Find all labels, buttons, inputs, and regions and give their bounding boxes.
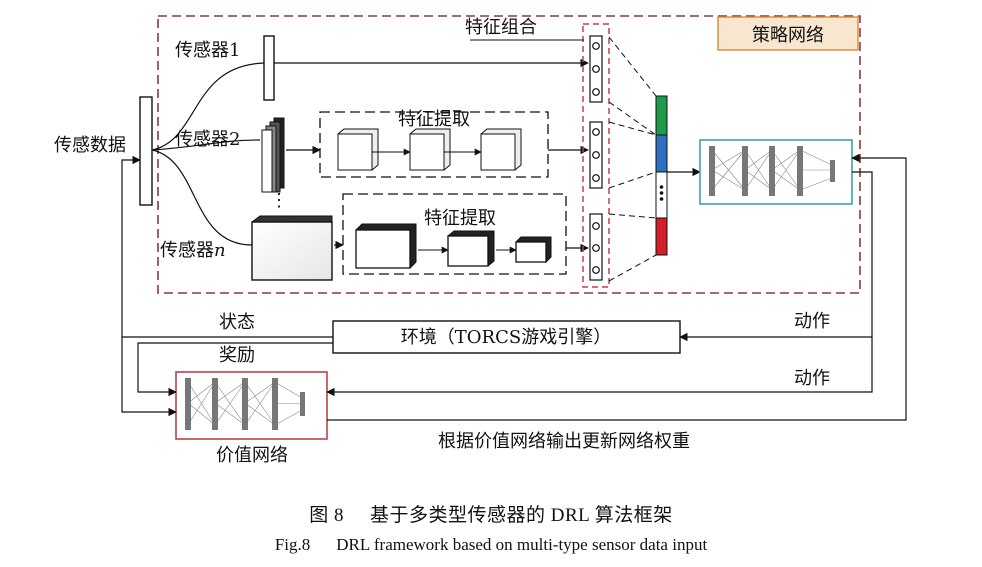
caption-en-fig: Fig.8 (274, 535, 311, 554)
projection-lines (608, 36, 657, 282)
policy-network-label: 策略网络 (752, 25, 824, 46)
feature-extract-2-label: 特征提取 (424, 208, 496, 229)
caption-en-title: DRL framework based on multi-type sensor… (336, 535, 708, 554)
caption-english: Fig.8 DRL framework based on multi-type s… (0, 535, 982, 555)
sensor-2-label: 传感器2 (175, 129, 240, 150)
caption-zh-title: 基于多类型传感器的 DRL 算法框架 (369, 505, 673, 526)
policy-network-box (699, 139, 853, 205)
sensor-n-box (251, 215, 333, 281)
feature-vectors (589, 35, 603, 281)
feature-extract-2-frame (342, 193, 567, 275)
feature-extract-1-label: 特征提取 (398, 109, 470, 130)
feature-combine-frame (582, 23, 610, 288)
sensor-data-label: 传感数据 (54, 135, 126, 156)
value-network-label: 价值网络 (216, 445, 288, 466)
caption-chinese: 图 8 基于多类型传感器的 DRL 算法框架 (0, 500, 982, 527)
policy-network-label-box: 策略网络 (717, 16, 859, 51)
drl-framework-diagram: 策略网络 传感数据 传感器1 传感器2 ⋮ 特征提取 传感器n (54, 15, 907, 466)
reward-label: 奖励 (219, 345, 255, 366)
state-label: 状态 (219, 312, 255, 333)
sensor-data-bar (139, 96, 153, 206)
action-label-1: 动作 (794, 311, 830, 332)
concatenated-feature-vector (655, 95, 668, 256)
feature-extract-2-cubes (355, 223, 552, 269)
feature-extract-1-cubes (337, 128, 522, 171)
environment-label: 环境（TORCS游戏引擎） (401, 327, 611, 348)
sensor-2-stack (261, 117, 285, 193)
feature-combine-label: 特征组合 (465, 17, 537, 38)
update-weights-label: 根据价值网络输出更新网络权重 (438, 431, 690, 452)
vertical-ellipsis: ⋮ (270, 190, 288, 211)
sensor-1-label: 传感器1 (175, 40, 240, 61)
action-label-2: 动作 (794, 368, 830, 389)
caption-zh-fig: 图 8 (309, 505, 344, 526)
sensor-n-label: 传感器n (160, 240, 226, 261)
sensor-1-bar (263, 35, 275, 101)
value-network-box (175, 371, 328, 440)
feature-extract-1-frame (319, 111, 549, 178)
system-dashed-frame (157, 15, 861, 294)
